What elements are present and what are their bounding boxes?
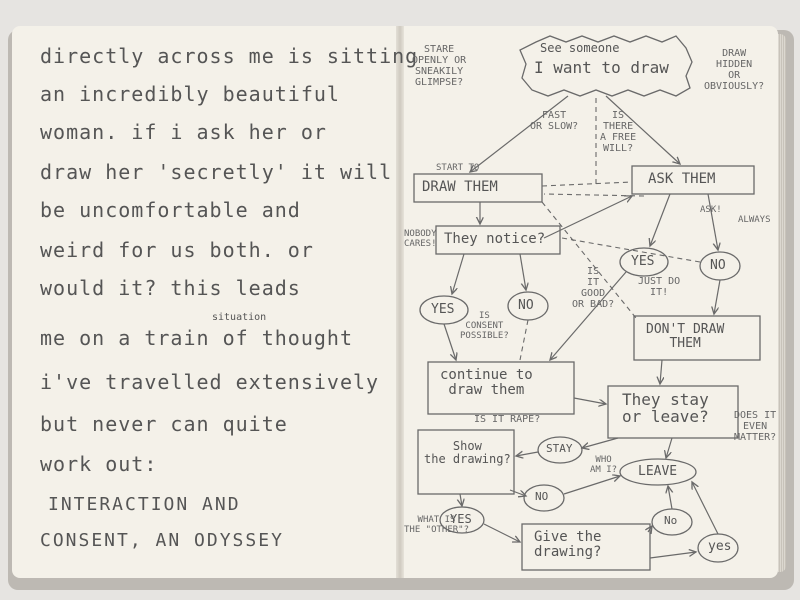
arrow-give-yes [649,552,696,559]
yes4-label: yes [708,539,732,554]
arrow-stayleave-stay [582,437,619,448]
no3-label: NO [535,490,549,503]
draw-them-box [413,173,543,203]
start-burst-box [519,35,693,97]
who-am-i-annotation: WHO AM I? [590,455,618,475]
good-bad-annotation: IS IT GOOD OR BAD? [572,266,615,310]
text-line-3: woman. if i ask her or [40,120,327,144]
inserted-word: situation [212,312,267,323]
text-line-8: me on a train of thought [40,326,353,350]
arrow-start-draw [470,95,569,172]
arrow-yes4-leave [692,482,719,535]
they-notice-label: They notice? [444,231,546,247]
continue-label: continue to draw them [440,367,533,398]
continue-box [427,361,575,415]
arrow-continue-stay [573,397,606,404]
yes2-ellipse [619,247,669,277]
arrow-no4-leave [668,486,672,510]
always-annotation: ALWAYS [738,215,771,225]
leave-label: LEAVE [638,464,678,479]
nobody-cares-annotation: NOBODY CARES! [404,229,437,249]
draw-hidden-annotation: DRAW HIDDEN OR OBVIOUSLY? [704,48,765,92]
text-line-5: be uncomfortable and [40,198,301,222]
arrow-ask-no [707,193,718,250]
stare-annotation: STARE OPENLY OR SNEAKILY GLIMPSE? [412,44,467,88]
ask-annotation: ASK! [700,205,722,215]
show-drawing-box [417,429,515,495]
rape-annotation: IS IT RAPE? [474,414,541,425]
arrow-no3-leave [563,476,620,495]
dash-no1-continue [519,319,529,361]
does-it-matter-annotation: DOES IT EVEN MATTER? [734,410,777,443]
start-label-small: See someone [540,41,620,55]
book-spine [396,26,404,578]
fast-slow-annotation: FAST OR SLOW? [530,110,579,132]
leave-ellipse [619,458,697,486]
stay-label: STAY [546,442,573,455]
arrow-start-ask [605,95,680,164]
start-label-big: I want to draw [534,58,669,77]
just-do-it-annotation: JUST DO IT! [638,276,681,298]
ask-them-label: ASK THEM [648,171,716,187]
arrow-notice-no [519,253,526,290]
text-line-7: would it? this leads [40,276,301,300]
arrow-show-no [509,489,526,496]
flowchart-drawing [413,35,761,571]
what-is-other-annotation: WHAT IS THE "OTHER"? [404,515,470,535]
dash-draw-dontdraw [541,201,637,319]
text-line-9: i've travelled extensively [40,370,380,394]
yes1-label: YES [431,302,455,317]
essay-title-line-2: CONSENT, AN ODYSSEY [40,530,284,551]
give-drawing-box [521,523,651,571]
arrow-ask-yes [650,193,671,246]
essay-title-line-1: INTERACTION AND [48,494,241,515]
arrow-stay-show [516,452,539,456]
arrow-yes1-continue [443,323,456,360]
draw-them-label: DRAW THEM [422,179,498,195]
yes3-label: YES [450,512,472,526]
no4-label: No [664,514,678,527]
page-edges [778,34,786,572]
arrow-stayleave-leave [666,437,673,458]
stay-leave-label: They stay or leave? [622,390,709,426]
text-line-1: directly across me is sitting [40,44,419,68]
ask-them-box [631,165,755,195]
arrow-notice-yes [452,253,465,294]
no2-label: NO [710,258,726,273]
give-drawing-label: Give the drawing? [534,529,602,560]
show-drawing-label: Show the drawing? [424,439,511,466]
left-page [12,26,400,578]
arrow-no2-dontdraw [714,279,721,314]
dont-draw-box [633,315,761,361]
free-will-annotation: IS THERE A FREE WILL? [600,110,637,154]
yes2-label: YES [631,254,655,269]
dash-draw-ask [541,181,633,187]
arrow-yes3-give [483,523,520,542]
text-line-10: but never can quite [40,412,288,436]
text-line-8-after: of thought [222,326,354,350]
they-notice-box [435,225,561,255]
text-line-2: an incredibly beautiful [40,82,340,106]
dash-ask-draw [543,193,645,197]
no3-ellipse [523,484,565,512]
dont-draw-label: DON'T DRAW THEM [646,322,725,351]
text-line-4: draw her 'secretly' it will [40,160,393,184]
arrow-yes2-continue [550,271,627,360]
text-line-11: work out: [40,452,158,476]
stay-leave-box [607,385,739,439]
consent-annotation: IS CONSENT POSSIBLE? [460,311,509,341]
text-line-8-start: me on a train [40,326,210,350]
start-to-label: START TO [436,163,480,173]
arrow-notice-ask [543,196,632,239]
arrow-give-no [648,526,652,532]
text-line-6: weird for us both. or [40,238,314,262]
no1-label: NO [518,298,534,313]
arrow-show-yes [460,493,462,506]
arrow-dontdraw-stay [660,359,662,384]
